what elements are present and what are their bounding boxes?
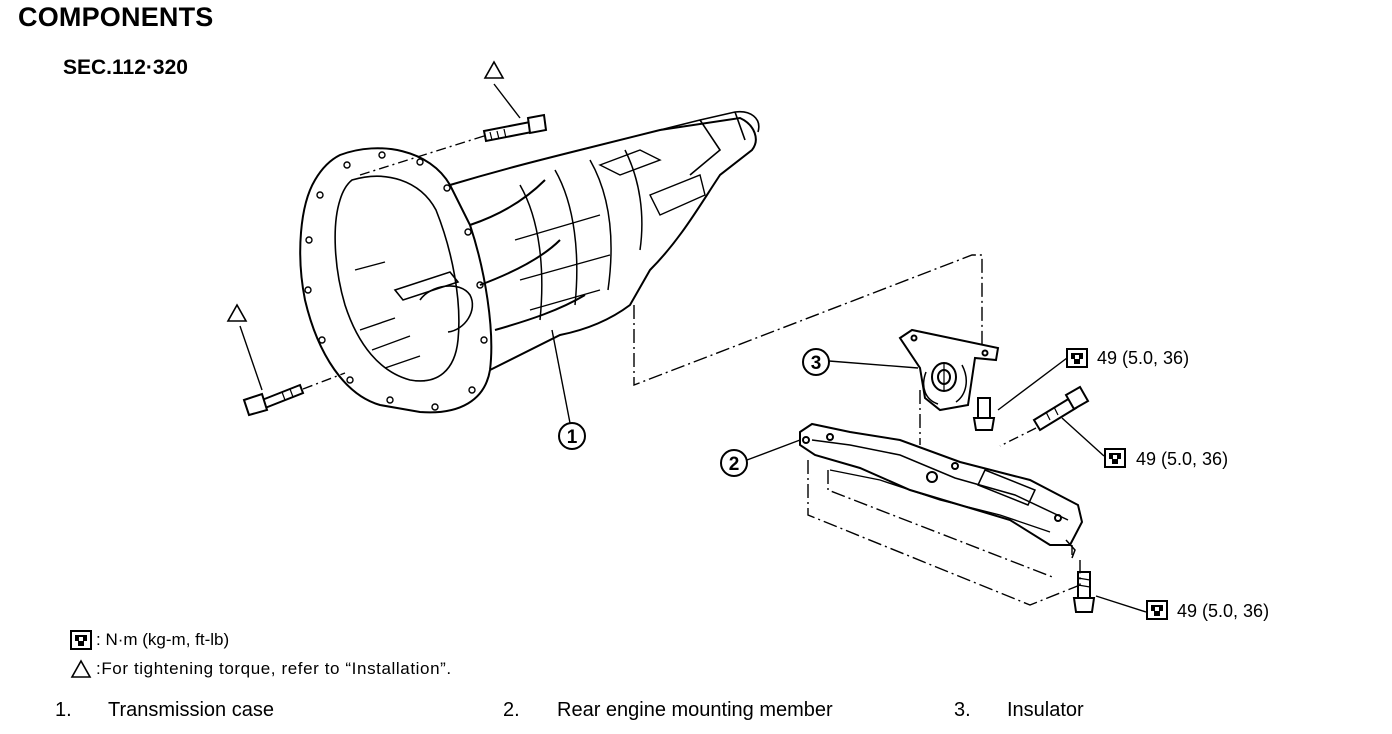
callout-1-number: 1 (567, 427, 578, 448)
callout-2: 2 (720, 439, 801, 477)
legend-refer-note-text: :For tightening torque, refer to “Instal… (96, 659, 452, 678)
callout-3-number: 3 (811, 353, 822, 374)
part-number: 3. (954, 699, 971, 721)
callout-3: 3 (802, 348, 919, 376)
member-bottom-bolt (1072, 571, 1147, 613)
insulator-bolt (972, 357, 1068, 431)
legend-refer-note: :For tightening torque, refer to “Instal… (70, 659, 452, 679)
torque-label-member-bottom-bolt: 49 (5.0, 36) (1177, 601, 1270, 621)
section-code: SEC.112·320 (63, 56, 188, 79)
callout-1: 1 (551, 329, 586, 450)
part-name: Rear engine mounting member (557, 699, 833, 721)
torque-wrench-icon (70, 630, 92, 650)
refer-installation-icon (226, 303, 263, 391)
legend-torque-unit-text: : N·m (kg-m, ft-lb) (96, 630, 230, 649)
torque-label-member-side-bolt: 49 (5.0, 36) (1136, 449, 1229, 469)
alignment-lines (633, 254, 1081, 606)
rear-engine-mounting-member (799, 422, 1084, 559)
callout-2-number: 2 (729, 454, 740, 475)
insulator (898, 328, 1000, 412)
member-side-bolt (999, 385, 1105, 457)
part-name: Insulator (1007, 699, 1084, 721)
part-number: 1. (55, 699, 72, 721)
lower-case-bolt (242, 372, 346, 417)
part-number: 2. (503, 699, 520, 721)
legend-torque-unit: : N·m (kg-m, ft-lb) (70, 630, 229, 650)
torque-label-insulator-bolt: 49 (5.0, 36) (1097, 348, 1190, 368)
warning-triangle-icon (70, 659, 92, 678)
torque-wrench-icon (1104, 448, 1126, 468)
page-title: COMPONENTS (18, 2, 214, 32)
refer-installation-icon (483, 60, 521, 119)
upper-case-bolt (359, 113, 548, 176)
transmission-case (299, 110, 760, 414)
torque-wrench-icon (1146, 600, 1168, 620)
part-name: Transmission case (108, 699, 274, 721)
torque-wrench-icon (1066, 348, 1088, 368)
